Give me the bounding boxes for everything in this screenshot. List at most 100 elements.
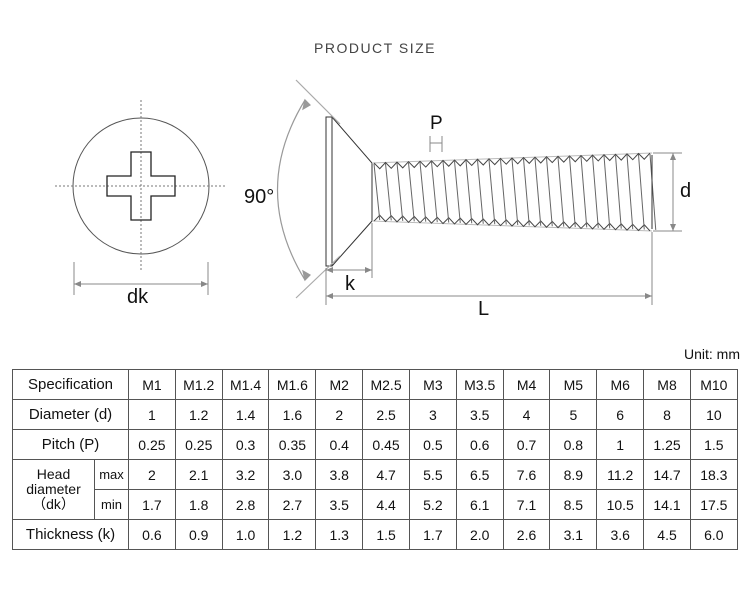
head-max-cell: 7.6 [502,459,551,490]
size-cell: M5 [549,369,598,400]
diameter-cell: 10 [689,399,738,430]
thread-line [580,156,588,228]
size-cell: M3 [408,369,457,400]
thread-profile [373,214,651,232]
spec-label: Specification [12,369,129,400]
pitch-dimension [429,136,443,152]
pitch-cell: 0.7 [502,429,551,460]
head-max-cell: 5.5 [408,459,457,490]
pitch-cell: 0.45 [362,429,410,460]
thickness-label: k [345,273,355,295]
thickness-cell: 3.6 [596,519,645,550]
head-label-line2: diameter [26,481,81,497]
size-cell: M6 [596,369,645,400]
thread-line [649,154,657,230]
thickness-cell: 2.6 [502,519,551,550]
diameter-cell: 3 [408,399,457,430]
thread-line [419,162,427,222]
thread-line [385,163,392,221]
head-label-line3: （dk） [32,496,75,512]
diameter-cell: 2 [315,399,364,430]
diameter-cell: 2.5 [362,399,410,430]
head-min-cell: 7.1 [502,489,551,520]
diameter-label: d [680,180,692,202]
thread-profile [373,152,651,170]
thread-line [557,157,565,227]
head-max-cell: 8.9 [549,459,598,490]
thread-line [603,155,611,229]
thickness-cell: 6.0 [689,519,738,550]
diameter-cell: 1.6 [268,399,317,430]
size-cell: M1.6 [268,369,317,400]
head-max-cell: 3.0 [268,459,317,490]
head-min-cell: 2.7 [268,489,317,520]
thread-line [569,156,576,228]
head-max-cell: 3.2 [221,459,270,490]
head-max-cell: 18.3 [689,459,738,490]
pitch-cell: 0.25 [174,429,223,460]
head-label-line1: Head [36,466,71,482]
size-cell: M4 [502,369,551,400]
head-min-cell: 2.8 [221,489,270,520]
size-cell: M10 [689,369,738,400]
thickness-cell: 4.5 [643,519,691,550]
diameter-cell: 5 [549,399,598,430]
head-min-cell: 4.4 [362,489,410,520]
thickness-cell: 1.7 [408,519,457,550]
diameter-cell: 8 [643,399,691,430]
head-max-cell: 4.7 [362,459,410,490]
thread-line [511,158,519,226]
head-max-cell: 6.5 [455,459,504,490]
size-cell: M1.2 [174,369,223,400]
thread-line [638,154,645,230]
size-cell: M1.4 [221,369,270,400]
head-max-cell: 2.1 [174,459,223,490]
pitch-cell: 0.25 [128,429,176,460]
page-title: PRODUCT SIZE [314,40,436,56]
thickness-cell: 0.9 [174,519,223,550]
thread-line [373,163,381,221]
thread-line [546,157,553,227]
unit-label: Unit: mm [684,346,740,362]
size-cell: M2.5 [362,369,410,400]
head-min-cell: 1.7 [128,489,176,520]
pitch-cell: 1.5 [689,429,738,460]
size-cell: M3.5 [455,369,504,400]
angle-label: 90° [244,186,275,208]
pitch-cell: 1.25 [643,429,691,460]
thickness-cell: 3.1 [549,519,598,550]
pitch-cell: 0.5 [408,429,457,460]
thread-line [477,160,484,224]
head-min-cell: 1.8 [174,489,223,520]
head-min-cell: 17.5 [689,489,738,520]
min-label: min [94,489,129,520]
head-max-cell: 2 [128,459,176,490]
diameter-cell: 1.2 [174,399,223,430]
thread-line [442,161,450,223]
screw-side-view [325,116,657,267]
thickness-cell: 2.0 [455,519,504,550]
thread-line [500,159,507,225]
angle-arc [277,79,341,299]
thickness-cell: 1.5 [362,519,410,550]
diameter-cell: 3.5 [455,399,504,430]
thread-line [488,159,496,225]
head-max-cell: 14.7 [643,459,691,490]
thickness-cell: 1.0 [221,519,270,550]
length-dimensions [325,223,653,305]
head-min-cell: 14.1 [643,489,691,520]
thickness-cell: 1.3 [315,519,364,550]
pitch-cell: 1 [596,429,645,460]
max-label: max [94,459,129,490]
thickness-row-label: Thickness (k) [12,519,129,550]
head-min-cell: 10.5 [596,489,645,520]
head-min-cell: 3.5 [315,489,364,520]
head-diameter-label: Head diameter （dk） [12,459,95,520]
head-top-view [55,100,225,295]
diameter-cell: 6 [596,399,645,430]
size-cell: M2 [315,369,364,400]
